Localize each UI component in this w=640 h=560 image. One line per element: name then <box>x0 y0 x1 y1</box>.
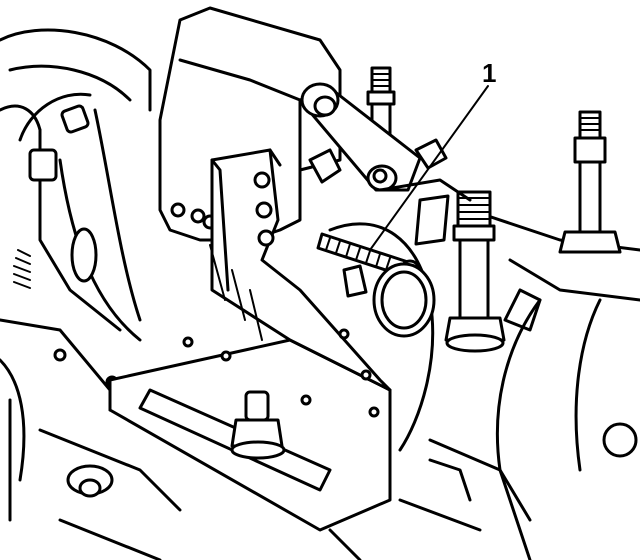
spring-left <box>13 249 31 289</box>
link-arm <box>298 82 448 192</box>
engine-block-right <box>398 208 640 560</box>
vertical-plate <box>158 6 342 242</box>
pin <box>316 232 436 338</box>
callout-leader: 1 <box>369 58 496 251</box>
engine-block-left <box>0 28 152 522</box>
fixture-bolt <box>230 390 286 460</box>
base-lines <box>328 458 472 560</box>
holding-fixture <box>108 148 392 532</box>
stud-right <box>558 110 622 254</box>
callout-label-1: 1 <box>482 58 496 88</box>
lower-left-nut <box>38 428 182 560</box>
stud-middle <box>444 190 506 353</box>
